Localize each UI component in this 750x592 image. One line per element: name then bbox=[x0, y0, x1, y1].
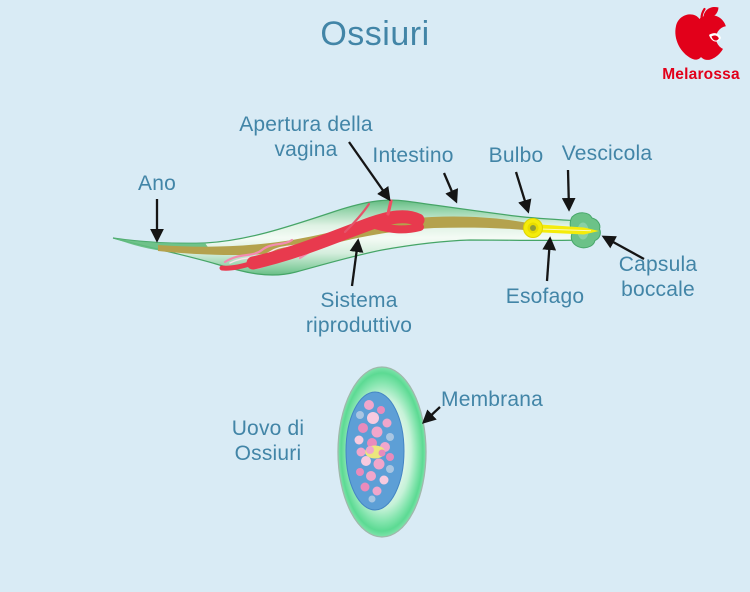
vagina-opening-stalk bbox=[386, 199, 393, 216]
sistema-riproduttivo-arrow bbox=[349, 238, 364, 287]
membrana-arrow bbox=[421, 406, 441, 424]
bulb-center bbox=[530, 225, 536, 231]
reproductive-thin-branch bbox=[343, 202, 371, 234]
apple-body bbox=[675, 14, 728, 60]
reproductive-main-tube bbox=[246, 210, 425, 270]
label-bulbo: Bulbo bbox=[488, 144, 544, 167]
label-vescicola: Vescicola bbox=[561, 142, 653, 165]
label-membrana: Membrana bbox=[441, 388, 543, 411]
page-title: Ossiuri bbox=[320, 15, 430, 53]
label-capsula-boccale: Capsula boccale bbox=[618, 253, 698, 302]
intestino-arrow bbox=[442, 172, 458, 204]
egg-cell-dot bbox=[354, 435, 364, 445]
apple-icon bbox=[675, 6, 732, 60]
label-apertura-vagina: Apertura della vagina bbox=[239, 113, 373, 162]
egg-cell-dot bbox=[356, 468, 364, 476]
label-ano: Ano bbox=[138, 172, 176, 195]
capsula-boccale-arrow bbox=[601, 235, 645, 261]
egg-cell-dot bbox=[372, 486, 382, 496]
apple-stem bbox=[700, 7, 706, 20]
egg-cell-dot bbox=[358, 423, 368, 433]
brand-logo: Melarossa bbox=[656, 6, 746, 84]
brand-name: Melarossa bbox=[662, 66, 740, 83]
apple-inner-leaf bbox=[711, 35, 719, 41]
apple-bite bbox=[716, 26, 732, 50]
label-esofago: Esofago bbox=[505, 285, 585, 308]
label-intestino: Intestino bbox=[372, 144, 454, 167]
apple-leaf bbox=[703, 6, 719, 18]
egg-cell-dot bbox=[378, 449, 386, 457]
esophagus-midline bbox=[539, 228, 592, 232]
vescicola-arrow bbox=[561, 169, 576, 212]
reproductive-system-shape bbox=[219, 199, 425, 271]
esofago-arrow bbox=[542, 236, 557, 282]
egg-cell-dot bbox=[386, 453, 394, 461]
egg-cell-dot bbox=[356, 447, 366, 457]
egg-cell-dot bbox=[368, 495, 376, 503]
egg-cell-dot bbox=[367, 438, 377, 448]
egg-cell-dot bbox=[377, 406, 385, 414]
egg-illustration bbox=[337, 366, 427, 538]
label-sistema-riproduttivo: Sistema riproduttivo bbox=[305, 289, 413, 338]
egg-cells bbox=[354, 400, 394, 503]
egg-cell-dot bbox=[366, 471, 376, 481]
egg-cell-dot bbox=[366, 446, 374, 454]
annotation-arrows bbox=[150, 141, 645, 424]
bulbo-arrow bbox=[514, 171, 532, 214]
apertura-vagina-arrow bbox=[348, 141, 391, 202]
egg-cell-dot bbox=[386, 465, 394, 473]
bulb-shape bbox=[523, 218, 543, 238]
egg-cell-dot bbox=[379, 475, 389, 485]
esophagus-shape bbox=[533, 224, 599, 235]
worm-illustration bbox=[112, 199, 601, 276]
egg-cell-dot bbox=[371, 426, 383, 438]
egg-cell-dot bbox=[386, 433, 394, 441]
egg-cell-dot bbox=[361, 456, 371, 466]
egg-cell-dot bbox=[367, 412, 379, 424]
egg-cell-dot bbox=[373, 458, 385, 470]
egg-cell-dot bbox=[382, 418, 392, 428]
egg-cell-dot bbox=[364, 400, 374, 410]
reproductive-lower-tube bbox=[368, 220, 424, 234]
egg-cell-dot bbox=[360, 482, 370, 492]
pink-vessel bbox=[223, 238, 294, 264]
egg-cell-dot bbox=[356, 411, 364, 419]
label-uovo-di-ossiuri: Uovo di Ossiuri bbox=[231, 417, 305, 466]
